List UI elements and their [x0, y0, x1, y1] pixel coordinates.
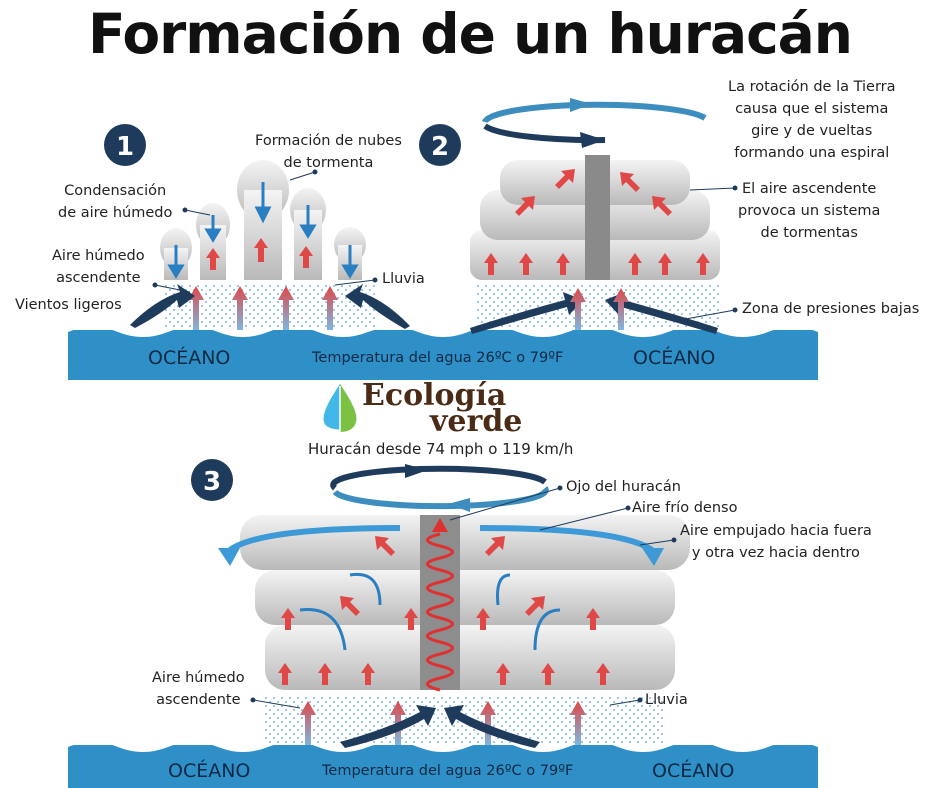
- step-2-number: 2: [431, 132, 449, 162]
- ocean-label-left-top: OCÉANO: [148, 347, 231, 369]
- label-rising-air: El aire ascendente provoca un sistema de…: [738, 181, 881, 241]
- eye-arrow-head: [432, 518, 448, 532]
- rotation-arrows-3: [330, 464, 549, 512]
- panel3-rising-arrows: [278, 536, 610, 745]
- panel1-rain-arrows: [167, 182, 359, 279]
- hurricane-threshold: Huracán desde 74 mph o 119 km/h: [308, 440, 574, 458]
- step-3-badge: 3: [191, 459, 233, 501]
- label-rain-1: Lluvia: [382, 271, 425, 287]
- panel3-inflow-arrows: [340, 705, 540, 748]
- label-humid-air-3: Aire húmedo ascendente: [152, 670, 245, 708]
- panel2-inflow-arrows: [470, 288, 718, 334]
- ocean-top: [68, 326, 818, 380]
- label-humid-air-1: Aire húmedo ascendente: [52, 248, 145, 286]
- step-2-badge: 2: [419, 124, 461, 166]
- rotation-arrows-2: [482, 98, 707, 148]
- label-low-pressure: Zona de presiones bajas: [742, 301, 920, 317]
- logo-word-1: Ecología: [362, 378, 507, 413]
- label-pushed-air: Aire empujado hacia fuera y otra vez hac…: [680, 523, 872, 561]
- leader-lines: [152, 169, 738, 709]
- ocean-label-right-bottom: OCÉANO: [652, 760, 735, 782]
- label-rain-3: Lluvia: [645, 692, 688, 708]
- step-1-number: 1: [116, 132, 134, 162]
- panel2-clouds: [470, 155, 720, 280]
- label-light-winds: Vientos ligeros: [15, 297, 122, 313]
- water-temperature-bottom: Temperatura del agua 26ºC o 79ºF: [322, 763, 574, 779]
- panel1-wind-arrows: [130, 284, 410, 329]
- ecologia-verde-logo: Ecología verde: [318, 378, 568, 440]
- water-temperature-top: Temperatura del agua 26ºC o 79ºF: [312, 350, 564, 366]
- ocean-label-right-top: OCÉANO: [633, 347, 716, 369]
- label-condensation: Condensación de aire húmedo: [58, 183, 173, 221]
- label-earth-rotation: La rotación de la Tierra causa que el si…: [728, 79, 896, 161]
- label-cold-air: Aire frío denso: [632, 500, 738, 516]
- page-title: Formación de un huracán: [88, 2, 853, 66]
- step-3-number: 3: [203, 467, 221, 497]
- step-1-badge: 1: [104, 124, 146, 166]
- logo-word-2: verde: [430, 404, 523, 439]
- panel2-rising-arrows: [484, 169, 710, 275]
- leaf-drop-icon: [323, 384, 357, 432]
- label-hurricane-eye: Ojo del huracán: [566, 479, 681, 495]
- ocean-bottom: [68, 740, 818, 788]
- rain-zone-1: [165, 285, 375, 327]
- ocean-label-left-bottom: OCÉANO: [168, 760, 251, 782]
- eye-spiral: [426, 532, 454, 692]
- label-storm-clouds: Formación de nubes de tormenta: [255, 133, 402, 171]
